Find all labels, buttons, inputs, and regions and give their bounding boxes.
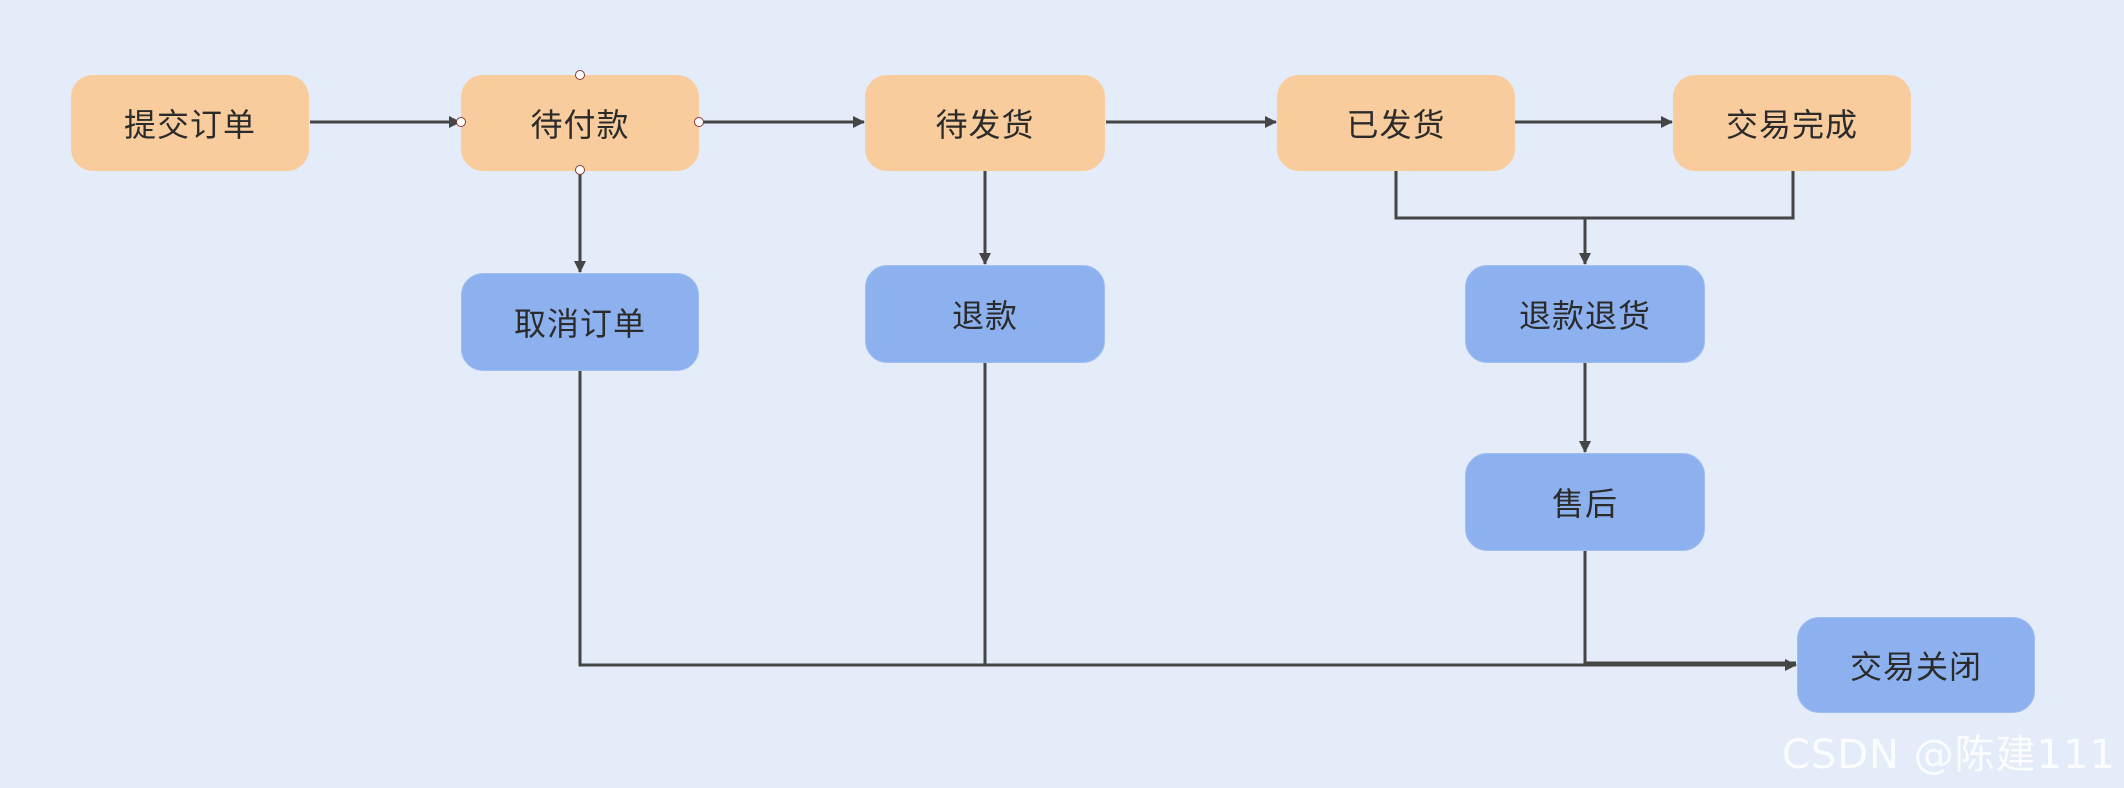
connection-handle-bottom[interactable] [575,165,585,175]
state-shipped-label: 已发货 [1346,106,1446,144]
state-shipped[interactable]: 已发货 [1277,75,1515,171]
edge-completed-to-refund-return [1585,170,1795,220]
edge-shipped-to-refund-return [1394,170,1591,265]
state-pending-payment[interactable]: 待付款 [461,75,699,171]
state-trade-closed-label: 交易关闭 [1849,648,1982,686]
state-pending-payment-label: 待付款 [530,106,630,144]
state-refund-label: 退款 [951,297,1018,335]
state-pending-shipment[interactable]: 待发货 [865,75,1105,171]
state-submit-order-label: 提交订单 [123,106,256,144]
state-cancel-order[interactable]: 取消订单 [461,273,699,371]
state-cancel-order-label: 取消订单 [513,305,646,343]
state-trade-completed[interactable]: 交易完成 [1673,75,1911,171]
watermark: CSDN @陈建111 [1781,732,2116,778]
state-after-sales[interactable]: 售后 [1465,453,1705,551]
state-refund-return-label: 退款退货 [1518,297,1651,335]
state-after-sales-label: 售后 [1551,485,1618,523]
state-trade-closed[interactable]: 交易关闭 [1797,617,2035,713]
connection-handle-top[interactable] [575,70,585,80]
edge-after-sales-to-closed [1583,550,1796,665]
state-submit-order[interactable]: 提交订单 [71,75,309,171]
connection-handle-left[interactable] [456,117,466,127]
state-trade-completed-label: 交易完成 [1725,106,1858,144]
connection-handle-right[interactable] [694,117,704,127]
state-refund[interactable]: 退款 [865,265,1105,363]
state-pending-shipment-label: 待发货 [935,106,1035,144]
edge-cancel-to-closed [578,370,1797,671]
state-refund-return[interactable]: 退款退货 [1465,265,1705,363]
